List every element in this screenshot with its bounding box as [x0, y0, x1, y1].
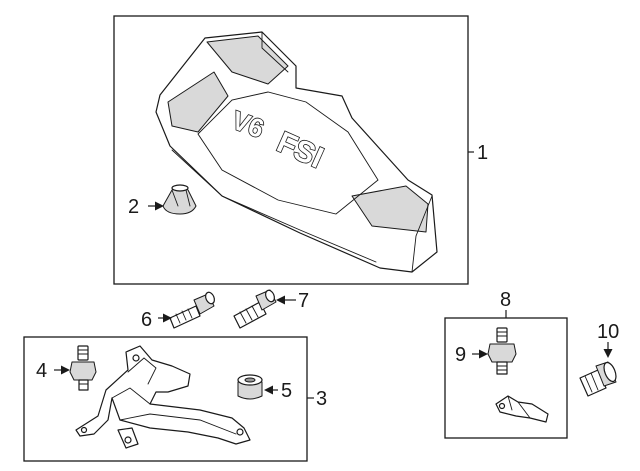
callout-2: 2 [128, 196, 139, 218]
bracket-group-box [23, 336, 308, 462]
mounting-bracket[interactable] [75, 345, 251, 449]
callout-5: 5 [281, 380, 292, 402]
stud-4[interactable] [69, 345, 97, 391]
stud-9[interactable] [487, 327, 517, 375]
kit-bracket[interactable] [495, 395, 549, 423]
grommet[interactable] [162, 184, 197, 215]
callout-7: 7 [298, 290, 309, 312]
callout-4: 4 [36, 360, 47, 382]
callout-10: 10 [597, 321, 619, 343]
callout-9: 9 [455, 344, 466, 366]
cover-group-box [113, 15, 469, 285]
engine-cover[interactable]: V6 FSI [155, 31, 438, 273]
leader-9 [472, 349, 488, 359]
leader-5 [264, 385, 278, 395]
bolt-10[interactable] [579, 361, 618, 397]
leader-10 [603, 342, 613, 358]
bushing[interactable] [237, 374, 263, 400]
callout-6: 6 [141, 309, 152, 331]
callout-3: 3 [316, 388, 327, 410]
leader-6 [158, 313, 172, 323]
callout-8: 8 [500, 289, 511, 311]
bolt-6[interactable] [169, 291, 216, 329]
callout-1: 1 [477, 142, 488, 164]
leader-2 [148, 201, 164, 211]
leader-4 [54, 365, 70, 375]
bolt-7[interactable] [233, 289, 277, 329]
leader-7 [276, 295, 296, 305]
